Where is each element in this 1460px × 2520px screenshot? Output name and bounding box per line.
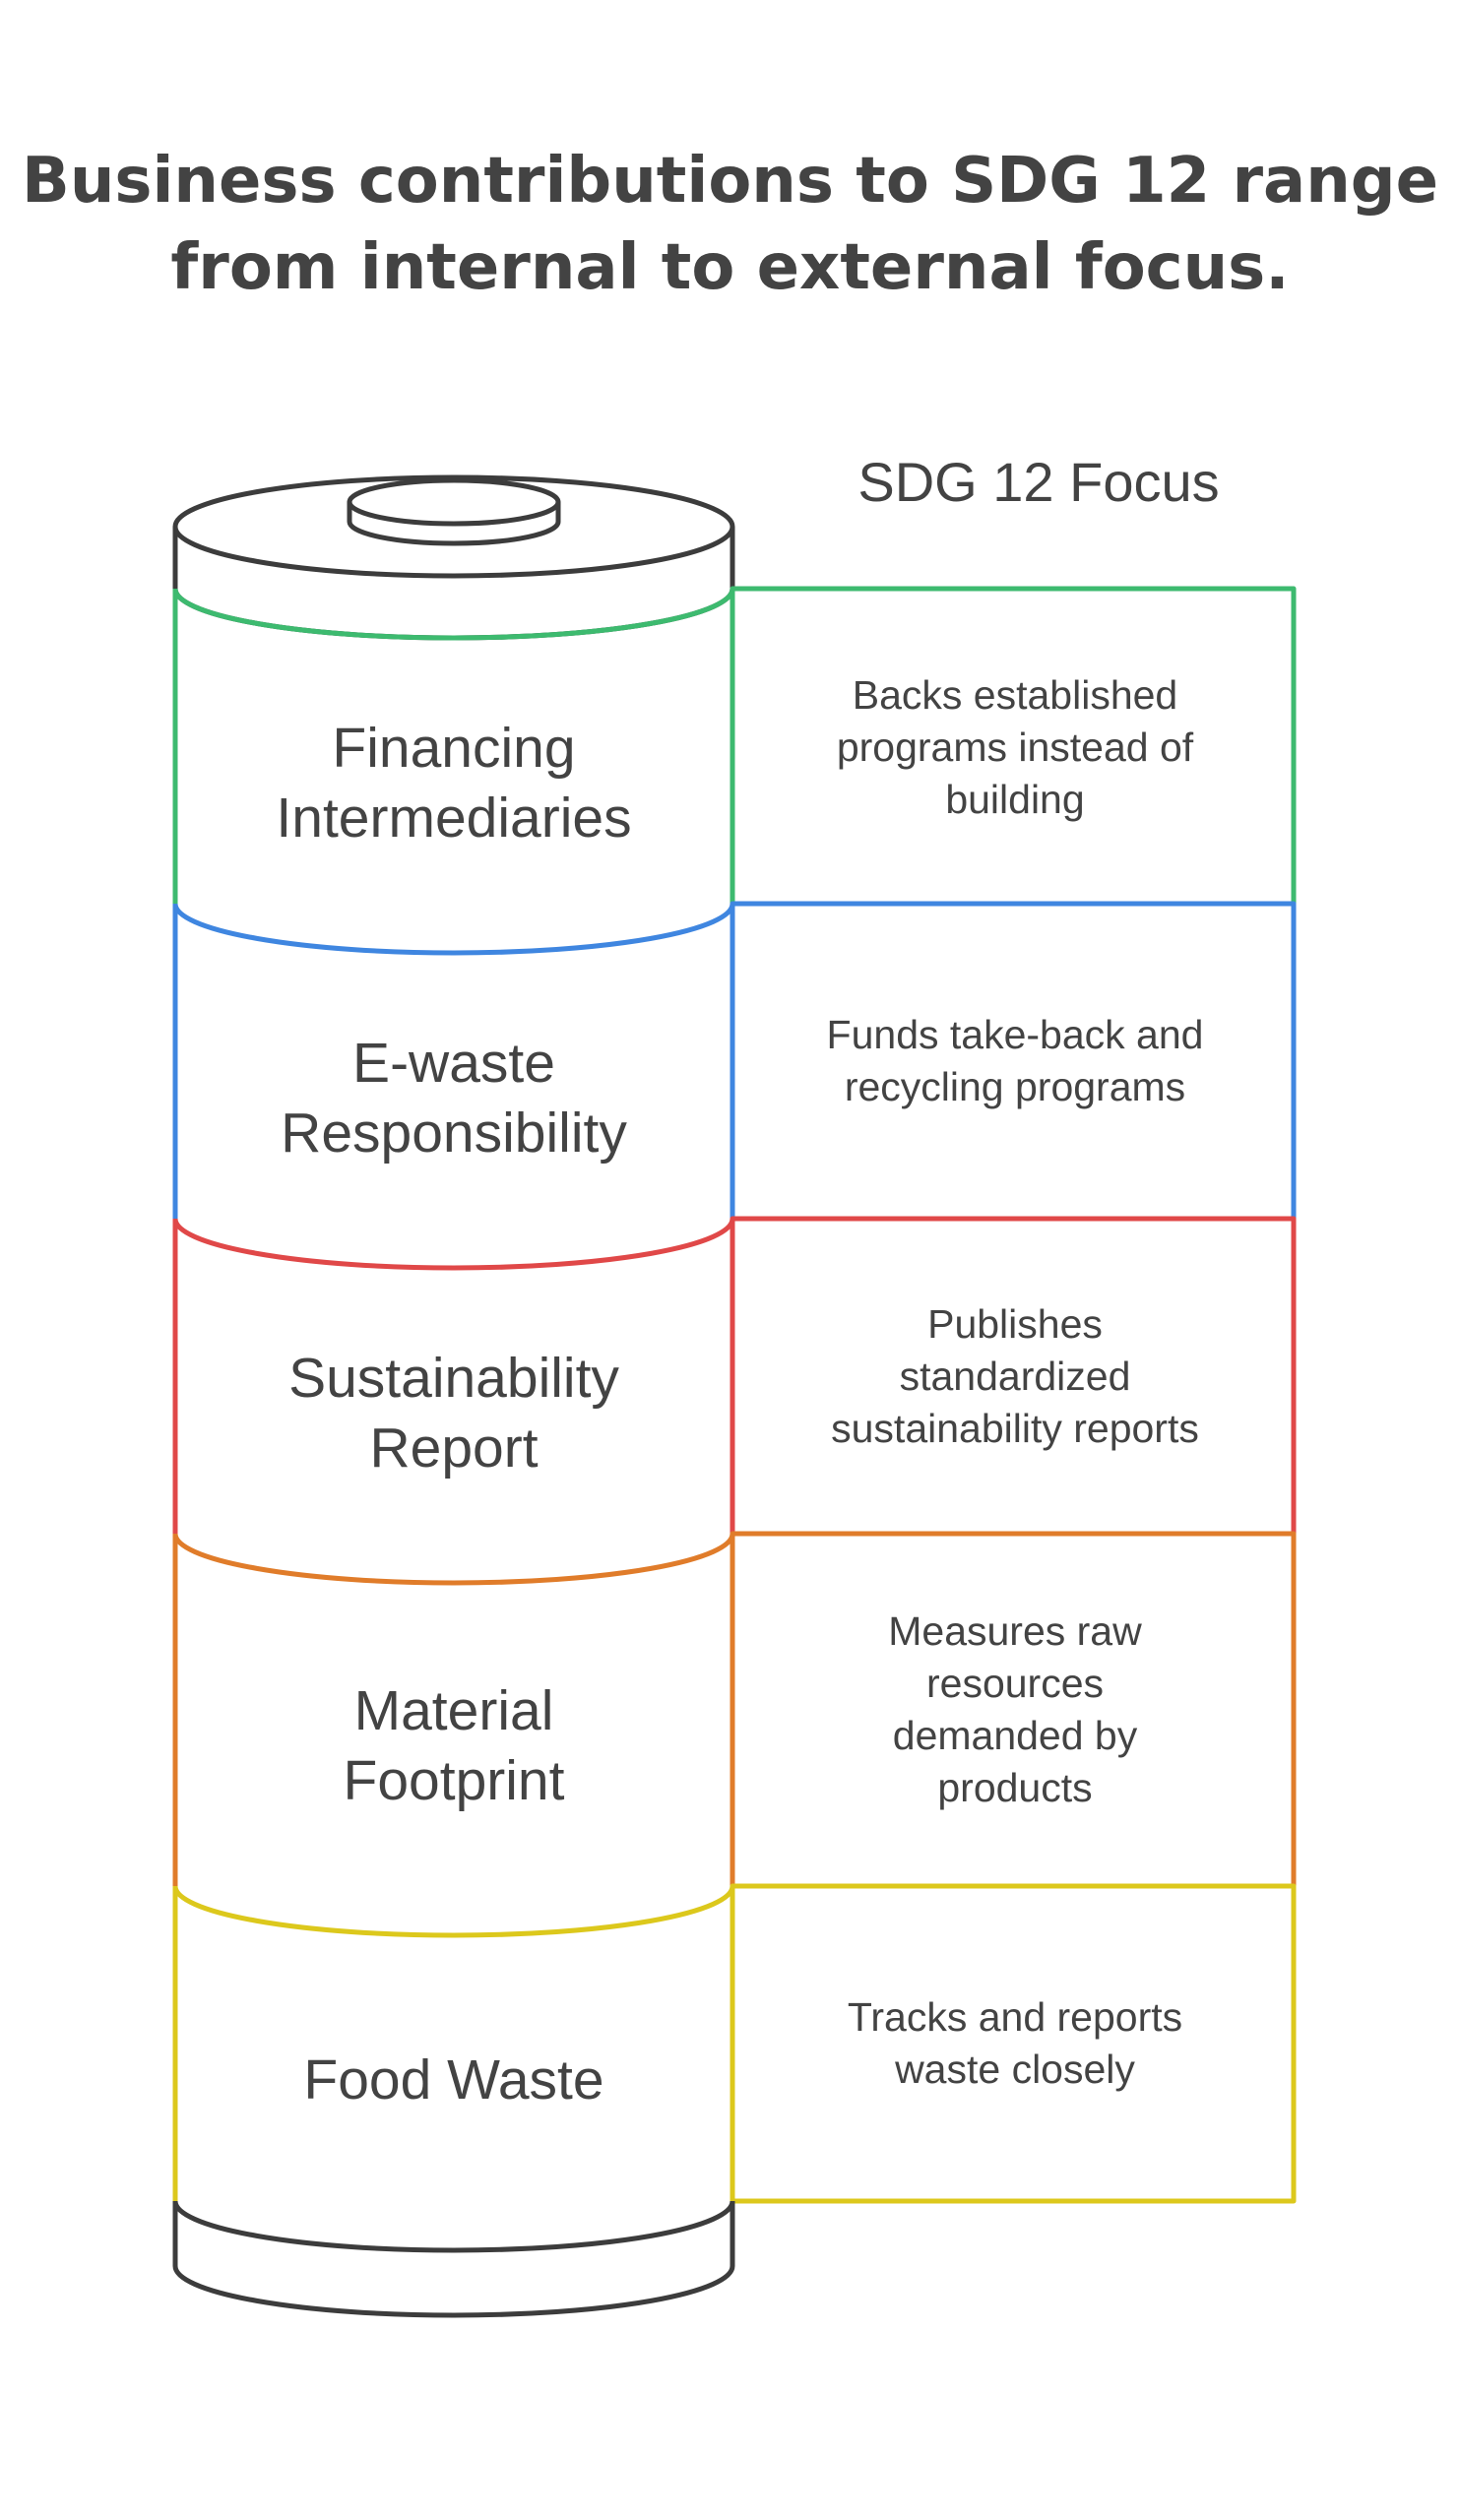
- description-e-waste-responsibility: Funds take-back and recycling programs: [736, 1009, 1294, 1113]
- description-line: waste closely: [895, 2047, 1135, 2092]
- layer-label-line: Responsibility: [281, 1102, 627, 1165]
- cylinder-bottom-cap: [172, 2200, 735, 2318]
- layer-label-e-waste-responsibility: E-waste Responsibility: [175, 1029, 732, 1168]
- description-food-waste: Tracks and reports waste closely: [736, 1991, 1294, 2096]
- description-line: building: [945, 777, 1085, 822]
- description-line: standardized: [899, 1354, 1131, 1399]
- layer-label-material-footprint: Material Footprint: [175, 1676, 732, 1816]
- layer-label-line: Sustainability: [288, 1347, 619, 1410]
- description-line: products: [937, 1765, 1093, 1810]
- description-line: resources: [925, 1661, 1104, 1706]
- description-line: Funds take-back and: [826, 1012, 1204, 1057]
- layer-label-line: Financing: [332, 717, 576, 780]
- layer-food-waste: [172, 1883, 1297, 2204]
- description-financing-intermediaries: Backs established programs instead of bu…: [736, 669, 1294, 826]
- description-line: Tracks and reports: [847, 1994, 1183, 2040]
- layer-label-line: Intermediaries: [276, 787, 632, 850]
- description-line: Publishes: [927, 1301, 1103, 1347]
- layer-label-financing-intermediaries: Financing Intermediaries: [175, 714, 732, 853]
- description-sustainability-report: Publishes standardized sustainability re…: [736, 1298, 1294, 1455]
- description-line: programs instead of: [836, 724, 1194, 770]
- diagram-title: Business contributions to SDG 12 range f…: [0, 138, 1460, 311]
- sdg-12-focus-label: SDG 12 Focus: [857, 451, 1220, 513]
- layer-label-sustainability-report: Sustainability Report: [175, 1344, 732, 1483]
- description-line: sustainability reports: [831, 1406, 1199, 1451]
- layer-label-line: Footprint: [343, 1749, 565, 1812]
- title-line-1: Business contributions to SDG 12 range: [22, 145, 1438, 218]
- layer-label-line: Report: [369, 1417, 539, 1480]
- layer-label-line: Material: [353, 1679, 554, 1742]
- title-line-2: from internal to external focus.: [170, 231, 1290, 304]
- layer-label-food-waste: Food Waste: [175, 2046, 732, 2115]
- description-line: Measures raw: [888, 1608, 1142, 1654]
- layer-label-line: Food Waste: [303, 2048, 604, 2111]
- layer-label-line: E-waste: [352, 1032, 555, 1095]
- description-box-food-waste: [730, 1883, 1297, 2204]
- description-line: recycling programs: [844, 1064, 1186, 1109]
- description-line: demanded by: [892, 1713, 1138, 1758]
- description-line: Backs established: [852, 672, 1178, 718]
- cylinder-top-cap: [172, 474, 735, 641]
- description-material-footprint: Measures raw resources demanded by produ…: [736, 1606, 1294, 1814]
